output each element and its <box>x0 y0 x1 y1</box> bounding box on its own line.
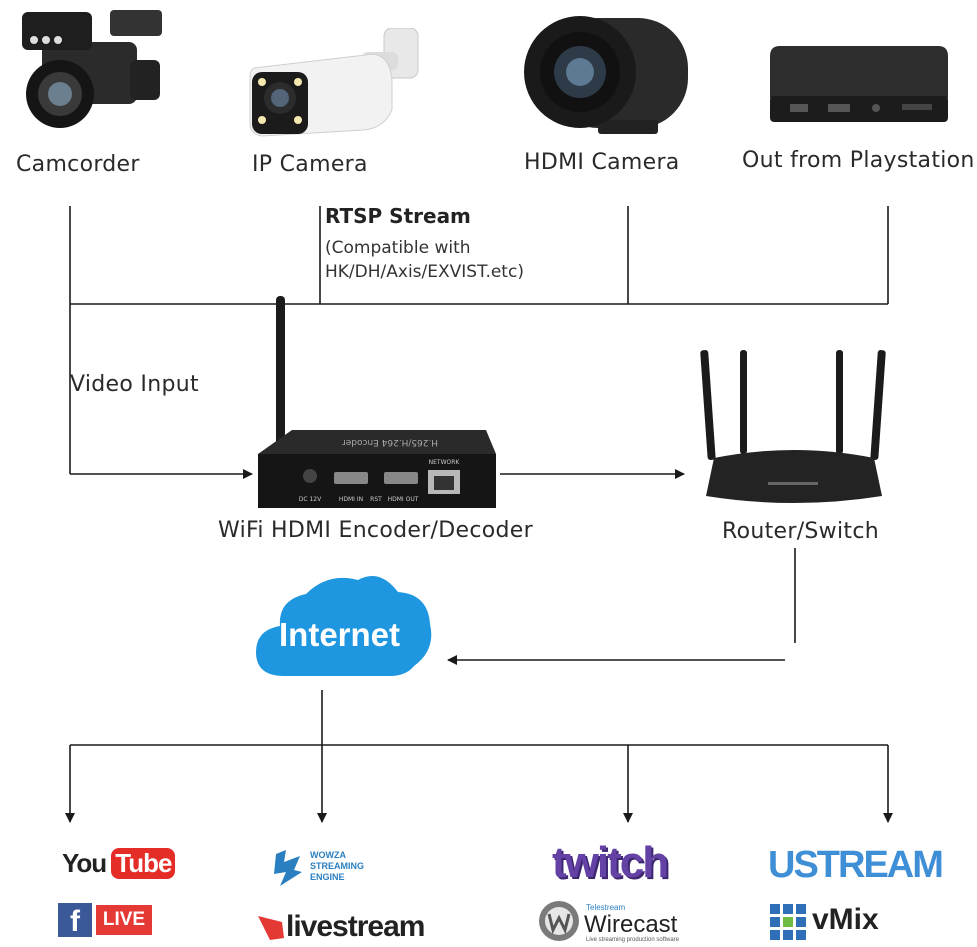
port-rst-label: RST <box>370 496 382 503</box>
facebook-live-badge: LIVE <box>96 905 152 935</box>
wowza-line1: WOWZA <box>310 850 346 860</box>
wirecast-brand: Telestream <box>586 903 626 912</box>
playstation-icon <box>770 46 948 122</box>
antenna-icon <box>276 296 285 446</box>
vmix-icon <box>770 904 806 940</box>
wirecast-icon <box>539 901 579 941</box>
router-label: Router/Switch <box>722 519 879 544</box>
ustream-logo: USTREAM <box>768 844 944 886</box>
ip-camera-icon <box>249 28 419 137</box>
wowza-line3: ENGINE <box>310 872 345 882</box>
vmix-text: vMix <box>812 903 879 936</box>
wowza-text: WOWZA STREAMING ENGINE <box>310 850 364 883</box>
youtube-tube-text: Tube <box>111 848 176 879</box>
livestream-icon <box>258 916 284 940</box>
encoder-label: WiFi HDMI Encoder/Decoder <box>218 518 533 543</box>
wirecast-text: Wirecast <box>584 911 678 938</box>
video-input-label: Video Input <box>70 372 199 397</box>
port-network-label: NETWORK <box>429 459 461 466</box>
hdmi-camera-label: HDMI Camera <box>524 150 680 175</box>
twitch-logo: twitch <box>552 838 669 887</box>
encoder-top-print: H.265/H.264 Encoder <box>342 437 438 447</box>
wowza-icon <box>274 850 302 886</box>
wirecast-sub: Live streaming production software <box>586 937 680 943</box>
rtsp-compat-note: (Compatible with HK/DH/Axis/EXVIST.etc) <box>325 236 585 284</box>
playstation-label: Out from Playstation <box>742 148 975 173</box>
camcorder-label: Camcorder <box>16 152 140 177</box>
livestream-text: livestream <box>286 910 425 943</box>
camcorder-icon <box>22 10 162 128</box>
port-hdmi-in-label: HDMI IN <box>339 496 363 503</box>
rtsp-note-line1: (Compatible with <box>325 238 471 258</box>
youtube-you-text: You <box>62 848 107 878</box>
port-hdmi-out-label: HDMI OUT <box>388 496 419 503</box>
port-dc-label: DC 12V <box>299 496 322 503</box>
wowza-line2: STREAMING <box>310 861 364 871</box>
hdmi-camera-icon <box>524 16 688 134</box>
youtube-logo: You Tube <box>62 848 176 886</box>
internet-cloud-icon <box>256 576 432 676</box>
internet-label: Internet <box>279 616 401 653</box>
ip-camera-label: IP Camera <box>252 152 368 177</box>
rtsp-stream-title: RTSP Stream <box>325 204 471 228</box>
encoder-device-icon: H.265/H.264 Encoder DC 12V HDMI IN RST H… <box>258 296 496 508</box>
router-icon <box>700 350 886 503</box>
rtsp-note-line2: HK/DH/Axis/EXVIST.etc) <box>325 262 524 282</box>
facebook-icon: f <box>58 903 92 938</box>
